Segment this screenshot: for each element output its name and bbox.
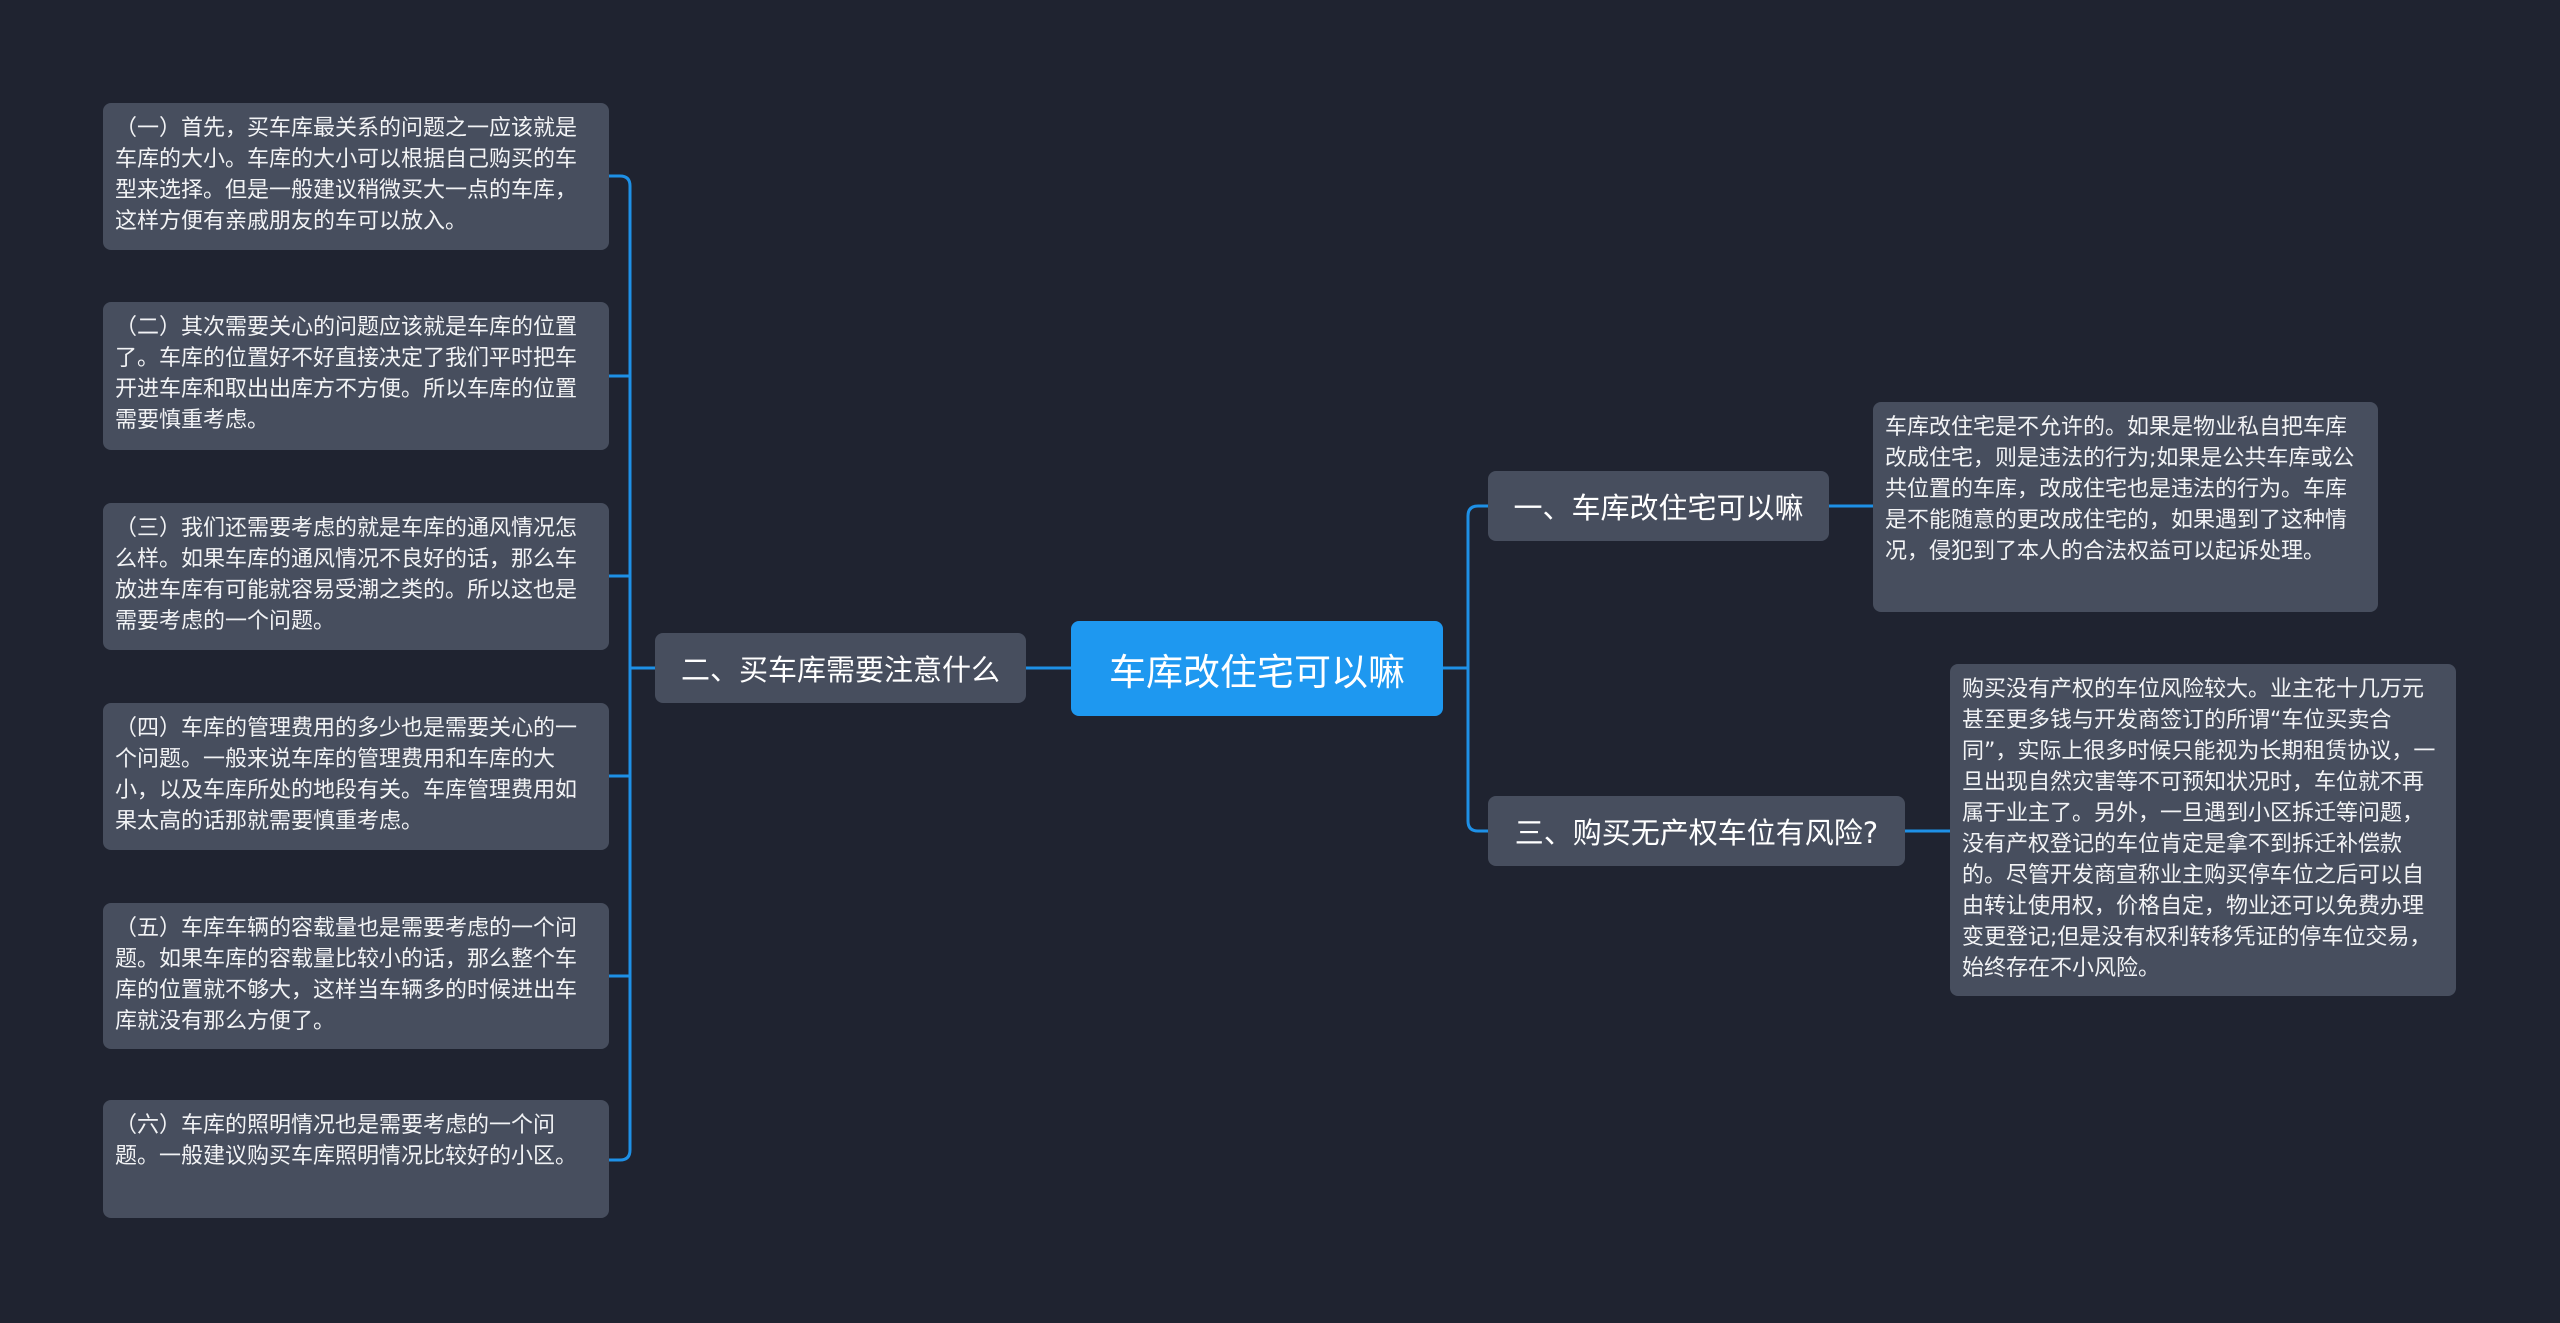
branch-topic-parking-tips[interactable]: 二、买车库需要注意什么 bbox=[655, 633, 1026, 703]
leaf-node[interactable]: 车库改住宅是不允许的。如果是物业私自把车库改成住宅，则是违法的行为;如果是公共车… bbox=[1873, 402, 2378, 612]
branch-label: 一、车库改住宅可以嘛 bbox=[1513, 491, 1804, 525]
branch-topic-garage-to-residence[interactable]: 一、车库改住宅可以嘛 bbox=[1488, 471, 1829, 541]
connector-left-bracket bbox=[609, 174, 632, 1162]
connector-left-leaves bbox=[609, 374, 630, 978]
branch-topic-no-title-parking-risk[interactable]: 三、购买无产权车位有风险? bbox=[1488, 796, 1905, 866]
leaf-node[interactable]: （一）首先，买车库最关系的问题之一应该就是车库的大小。车库的大小可以根据自己购买… bbox=[103, 103, 609, 250]
root-topic[interactable]: 车库改住宅可以嘛 bbox=[1071, 621, 1443, 716]
leaf-node[interactable]: （六）车库的照明情况也是需要考虑的一个问题。一般建议购买车库照明情况比较好的小区… bbox=[103, 1100, 609, 1218]
branch-label: 三、购买无产权车位有风险? bbox=[1514, 816, 1879, 850]
leaf-node[interactable]: （三）我们还需要考虑的就是车库的通风情况怎么样。如果车库的通风情况不良好的话，那… bbox=[103, 503, 609, 650]
leaf-node[interactable]: （四）车库的管理费用的多少也是需要关心的一个问题。一般来说车库的管理费用和车库的… bbox=[103, 703, 609, 850]
connector-right-bracket bbox=[1466, 504, 1488, 833]
root-topic-label: 车库改住宅可以嘛 bbox=[1109, 650, 1405, 694]
leaf-node[interactable]: 购买没有产权的车位风险较大。业主花十几万元甚至更多钱与开发商签订的所谓“车位买卖… bbox=[1950, 664, 2456, 996]
leaf-node[interactable]: （五）车库车辆的容载量也是需要考虑的一个问题。如果车库的容载量比较小的话，那么整… bbox=[103, 903, 609, 1049]
leaf-node[interactable]: （二）其次需要关心的问题应该就是车库的位置了。车库的位置好不好直接决定了我们平时… bbox=[103, 302, 609, 450]
branch-label: 二、买车库需要注意什么 bbox=[680, 653, 1000, 687]
